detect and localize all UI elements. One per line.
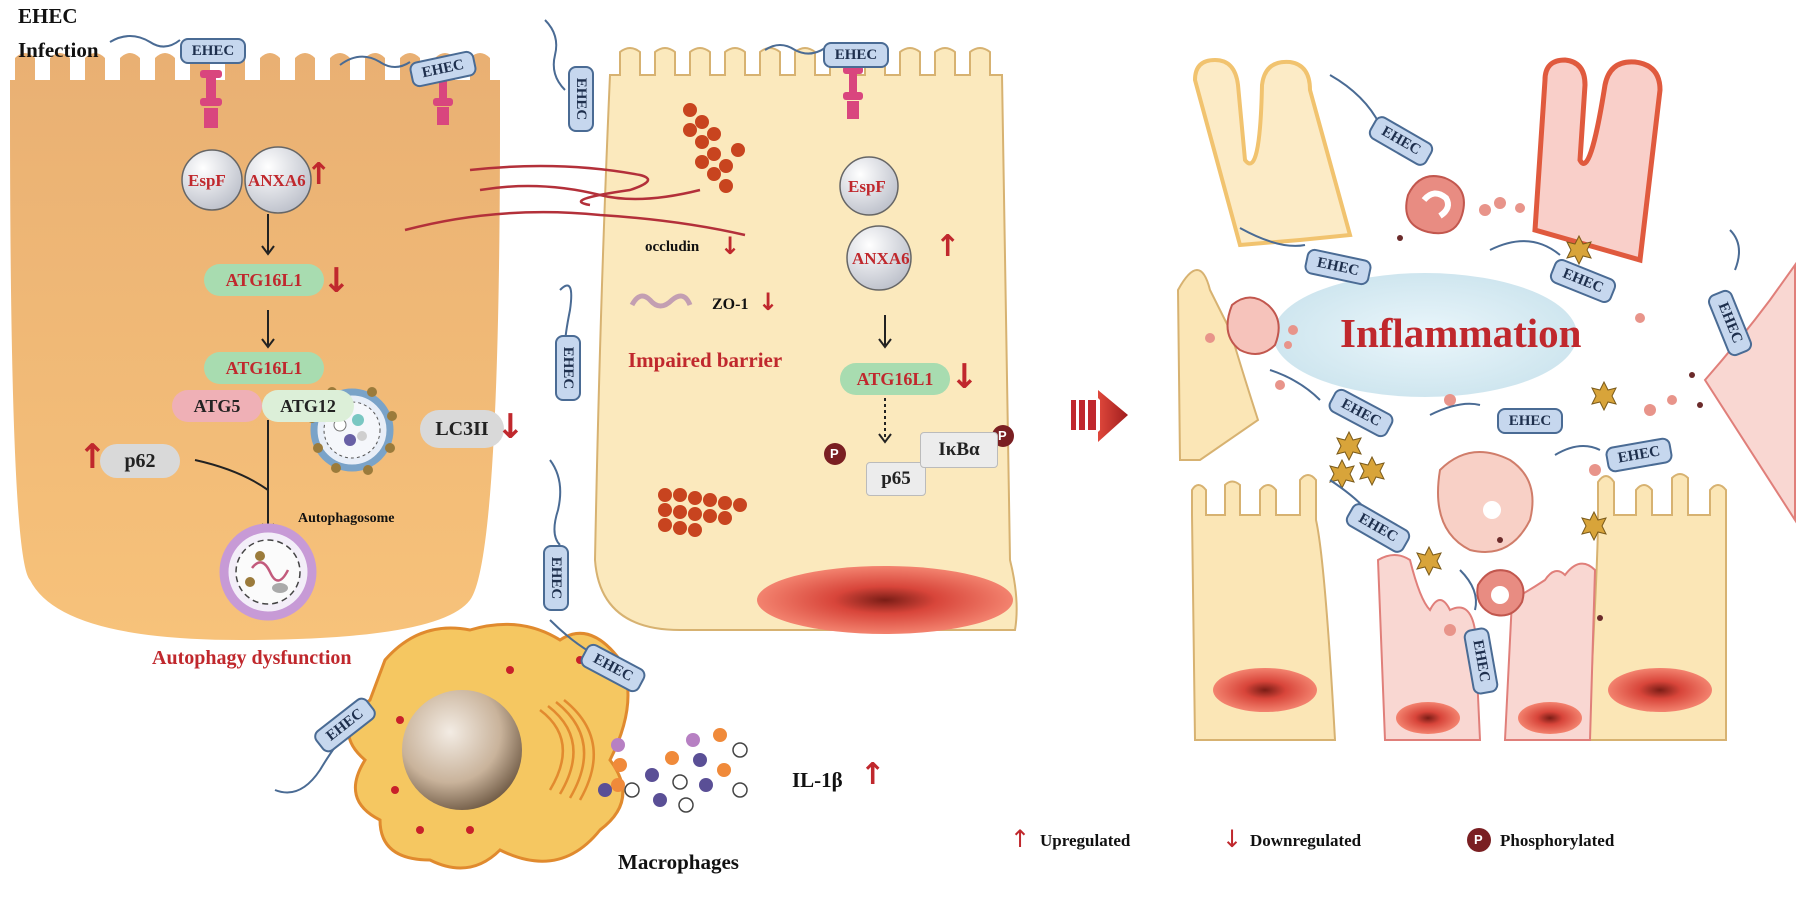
- zo1-strand: [629, 293, 693, 309]
- bead-cluster-top: [683, 103, 745, 193]
- ehec-bacterium-1: EHEC: [180, 38, 246, 64]
- occludin-down-arrow: ↓: [720, 232, 741, 260]
- ehec-bacterium-5: EHEC: [555, 335, 581, 401]
- mid-pathway-arrows: [878, 315, 892, 444]
- autolysosome-graphic: [219, 523, 317, 621]
- anxa6-label-left: ANXA6: [248, 171, 306, 190]
- bead-cluster-bottom: [658, 488, 747, 537]
- infection-label-line2: Infection: [18, 38, 99, 62]
- ehec-bacterium-6: EHEC: [543, 545, 569, 611]
- anxa6-label-mid: ANXA6: [852, 249, 910, 268]
- left-enterocyte: [10, 53, 500, 640]
- zo1-label: ZO-1: [712, 296, 749, 313]
- ehec-bacterium-4: EHEC: [823, 42, 889, 68]
- impaired-barrier-label: Impaired barrier: [628, 348, 783, 372]
- legend-phospho-symbol: P: [1474, 832, 1483, 847]
- espf-label-mid: EspF: [848, 177, 886, 196]
- left-pathway-arrows: [194, 214, 275, 534]
- atg5-label: ATG5: [172, 390, 262, 422]
- il1b-label: IL-1β: [792, 768, 843, 792]
- legend-upregulated: Upregulated: [1040, 831, 1131, 850]
- phospho-ikba-label: P: [998, 428, 1007, 443]
- atg16l1-down-arrow-mid: ↓: [950, 357, 979, 397]
- p62-label: p62: [100, 444, 180, 478]
- ehec-bacterium-3: EHEC: [568, 66, 594, 132]
- inflammation-label: Inflammation: [1340, 310, 1582, 356]
- occludin-label: occludin: [645, 239, 700, 255]
- ikba-label: IκBα: [920, 432, 998, 468]
- atg16l1-complex-label: ATG16L1: [204, 352, 324, 384]
- inflamed-tissue: [1176, 57, 1796, 741]
- ehec-flagella: [109, 19, 1740, 794]
- lc3ii-down-arrow: ↓: [496, 407, 525, 447]
- anxa6-up-arrow-left: ↑: [306, 157, 332, 192]
- legend-downregulated: Downregulated: [1250, 831, 1362, 850]
- zo1-down-arrow: ↓: [758, 288, 779, 316]
- legend-phosphorylated: Phosphorylated: [1500, 831, 1615, 850]
- atg16l1-label-left: ATG16L1: [204, 264, 324, 296]
- macrophage-graphic: [347, 622, 630, 870]
- anxa6-sphere-left: [244, 146, 312, 214]
- legend-down-arrow: ↓: [1222, 825, 1243, 853]
- autophagosome-label: Autophagosome: [298, 511, 395, 526]
- anxa6-up-arrow-mid: ↑: [935, 229, 961, 264]
- cytokine-particles: [624, 728, 748, 813]
- macrophages-label: Macrophages: [618, 850, 739, 874]
- atg16l1-down-arrow-left: ↓: [322, 261, 351, 301]
- ehec-bacterium-14: EHEC: [1497, 408, 1563, 434]
- espf-label-left: EspF: [188, 171, 226, 190]
- legend-up-arrow: ↑: [1010, 825, 1031, 853]
- espf-sphere-left: [181, 149, 243, 211]
- il1b-up-arrow: ↑: [860, 757, 886, 792]
- espf-sphere-mid: [839, 156, 899, 216]
- lc3ii-label: LC3II: [420, 410, 504, 448]
- legend-phospho-icon: [1467, 828, 1491, 852]
- infection-label-line1: EHEC: [18, 4, 78, 28]
- anxa6-sphere-mid: [846, 225, 912, 291]
- autophagy-dysfunction-label: Autophagy dysfunction: [152, 647, 352, 669]
- p62-up-arrow: ↑: [78, 437, 107, 477]
- middle-enterocyte: [593, 47, 1018, 634]
- atg16l1-label-mid: ATG16L1: [840, 363, 950, 395]
- tir-receptors: [200, 66, 863, 128]
- transition-arrow: [1071, 390, 1128, 442]
- phospho-p65-label: P: [830, 446, 839, 461]
- atg12-label: ATG12: [262, 390, 354, 422]
- tight-junctions: [404, 164, 746, 237]
- p65-label: p65: [866, 462, 926, 496]
